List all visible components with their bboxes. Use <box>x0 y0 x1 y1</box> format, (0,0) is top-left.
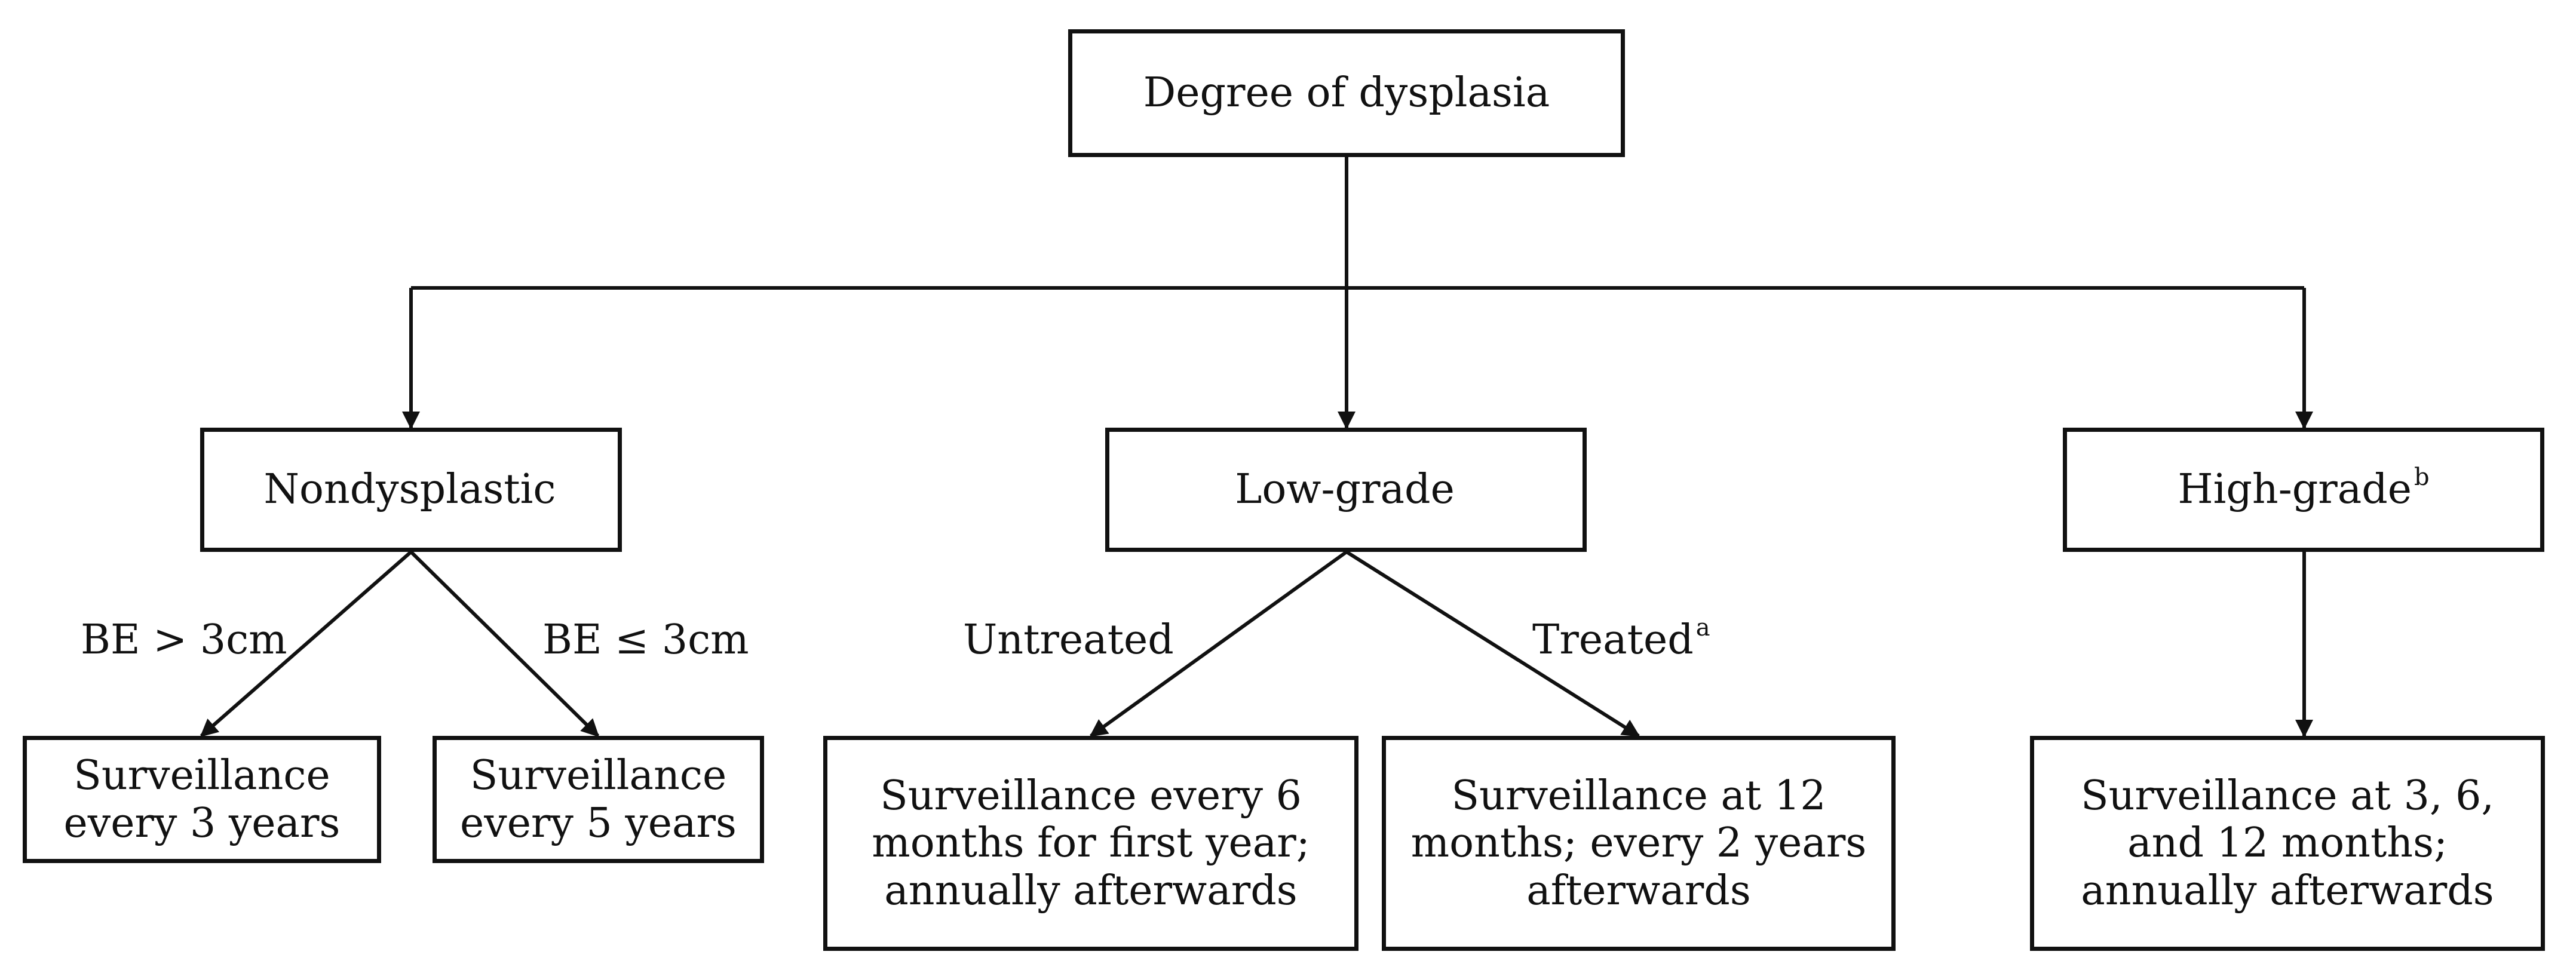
category-label-nondysplastic: Nondysplastic <box>263 466 556 514</box>
outcome-node-every-3-years: Surveillance every 3 years <box>23 736 381 863</box>
edge-label-be-over-3cm: BE > 3cm <box>81 616 287 664</box>
outcome-node-every-5-years: Surveillance every 5 years <box>433 736 764 863</box>
outcome-node-low-grade-untreated: Surveillance every 6 months for first ye… <box>823 736 1358 951</box>
outcome-label-every-5-years: Surveillance every 5 years <box>460 751 737 847</box>
outcome-label-low-grade-treated: Surveillance at 12 months; every 2 years… <box>1410 772 1867 914</box>
category-node-low-grade: Low-grade <box>1105 428 1587 552</box>
edge-label-treated-footnote: a <box>1695 614 1710 641</box>
category-node-nondysplastic: Nondysplastic <box>200 428 622 552</box>
arrow-be-under-3cm <box>409 550 600 738</box>
outcome-label-high-grade: Surveillance at 3, 6, and 12 months; ann… <box>2081 772 2494 914</box>
arrow-be-over-3cm <box>200 550 412 738</box>
outcome-label-low-grade-untreated: Surveillance every 6 months for first ye… <box>872 772 1310 914</box>
outcome-label-every-3-years: Surveillance every 3 years <box>63 751 341 847</box>
outcome-node-high-grade: Surveillance at 3, 6, and 12 months; ann… <box>2030 736 2545 951</box>
edge-label-untreated: Untreated <box>963 616 1174 664</box>
category-footnote-high-grade: b <box>2414 463 2430 492</box>
edge-label-be-under-3cm: BE ≤ 3cm <box>542 616 749 664</box>
outcome-node-low-grade-treated: Surveillance at 12 months; every 2 years… <box>1382 736 1896 951</box>
arrow-treated <box>1345 550 1640 738</box>
root-node: Degree of dysplasia <box>1068 29 1625 157</box>
arrow-untreated <box>1089 550 1348 738</box>
category-label-low-grade: Low-grade <box>1235 466 1455 514</box>
root-label: Degree of dysplasia <box>1143 69 1550 117</box>
category-label-high-grade: High-grade <box>2178 466 2412 514</box>
